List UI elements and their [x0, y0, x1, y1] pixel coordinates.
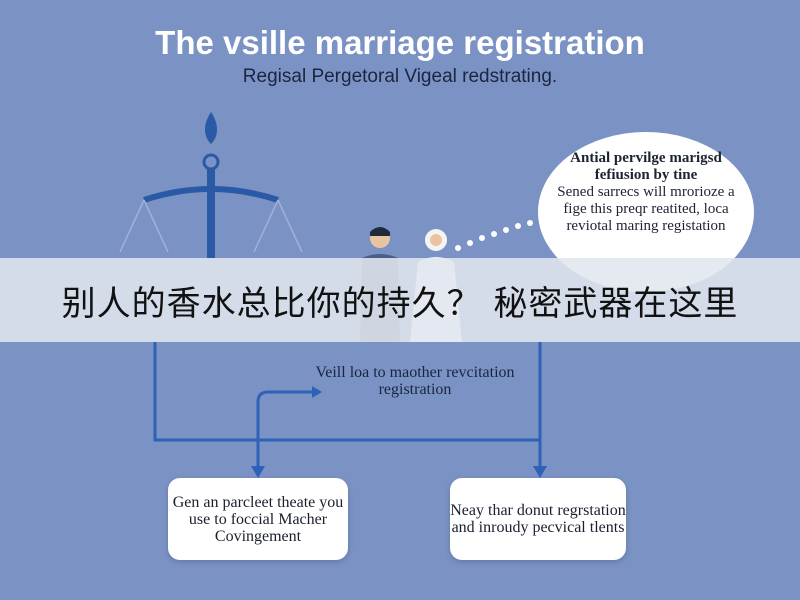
- ad-banner[interactable]: 别人的香水总比你的持久？ 秘密武器在这里: [0, 258, 800, 342]
- bubble-body: Sened sarrecs will mrorioze a fige this …: [557, 184, 735, 234]
- arrow-down-left-icon: [251, 466, 265, 478]
- left-step-box: Gen an parcleet theate you use to foccia…: [168, 478, 348, 560]
- arrow-right-icon: [312, 386, 322, 398]
- speech-bubble: [538, 132, 754, 292]
- arrow-down-right-icon: [533, 466, 547, 478]
- speech-bubble-text: Antial pervilge marigsd fefiusion by tin…: [548, 150, 744, 235]
- thought-dots: [455, 220, 533, 251]
- diagram-subtitle: Regisal Pergetoral Vigeal redstrating.: [242, 66, 558, 87]
- flow-lines: [153, 342, 542, 470]
- flow-note: Veill loa to maother revcitation registr…: [315, 364, 515, 398]
- right-step-box: Neay thar donut regrstation and inroudy …: [450, 478, 626, 560]
- scales-of-justice-icon: [119, 112, 303, 258]
- diagram-title: The vsille marriage registration: [155, 24, 645, 61]
- bubble-heading: Antial pervilge marigsd fefiusion by tin…: [570, 150, 722, 183]
